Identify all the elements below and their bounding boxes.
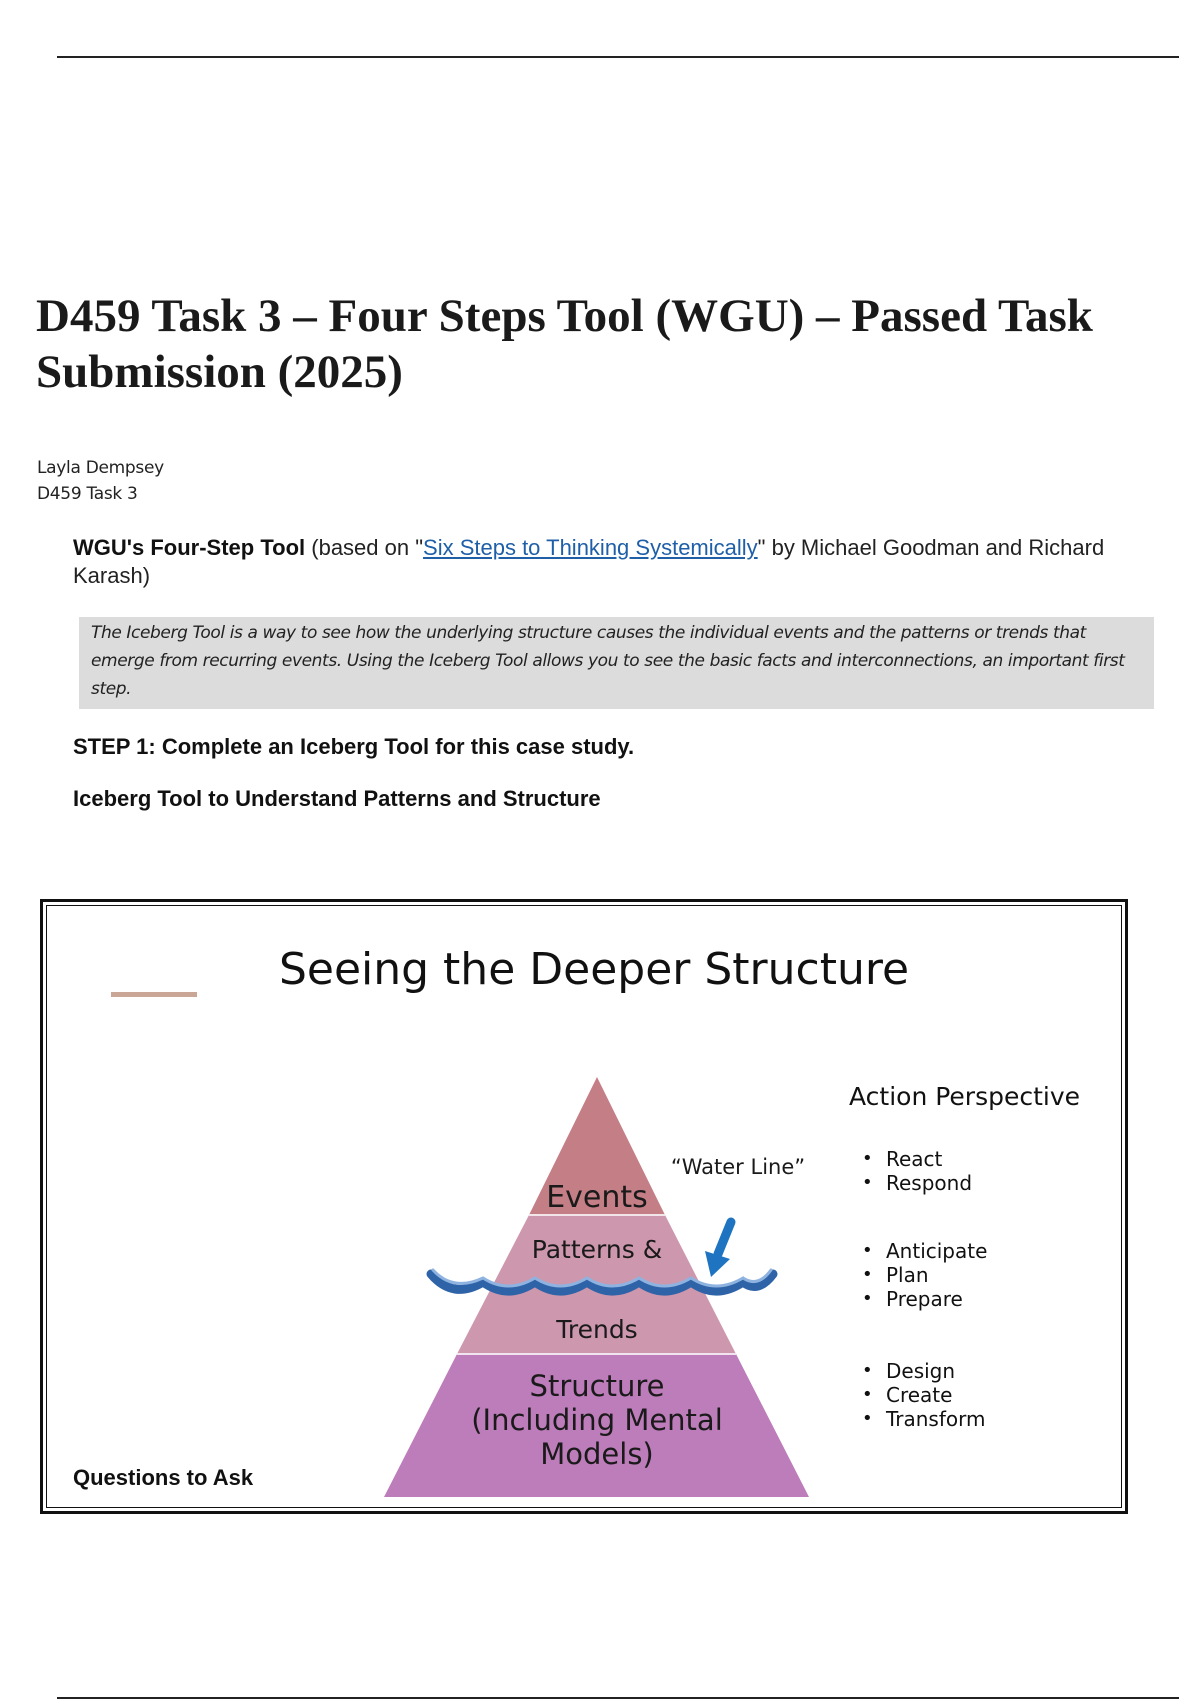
iceberg-callout: The Iceberg Tool is a way to see how the… bbox=[79, 617, 1154, 709]
bottom-rule bbox=[57, 1697, 1179, 1699]
level-structure-3: Models) bbox=[540, 1437, 654, 1471]
level-structure-2: (Including Mental bbox=[471, 1403, 723, 1437]
action-item: Transform bbox=[862, 1407, 986, 1431]
tool-name: WGU's Four-Step Tool bbox=[73, 535, 306, 560]
structure-layer bbox=[384, 1354, 809, 1497]
water-line-label: “Water Line” bbox=[671, 1155, 805, 1179]
level-structure-1: Structure bbox=[530, 1369, 665, 1403]
document-title: D459 Task 3 – Four Steps Tool (WGU) – Pa… bbox=[36, 290, 1093, 398]
task-label: D459 Task 3 bbox=[37, 484, 138, 504]
action-item: Design bbox=[862, 1359, 985, 1383]
structure-actions-list: Design Create Transform bbox=[862, 1359, 986, 1431]
iceberg-slide: Seeing the Deeper Structure Events Patte… bbox=[40, 899, 1128, 1514]
step-1-subheading: Iceberg Tool to Understand Patterns and … bbox=[73, 786, 601, 811]
iceberg-diagram: Events Patterns & Trends Structure (Incl… bbox=[384, 1077, 809, 1497]
patterns-actions-list: Anticipate Plan Prepare bbox=[862, 1239, 988, 1311]
action-item: Respond bbox=[862, 1171, 972, 1195]
level-trends: Trends bbox=[555, 1315, 637, 1344]
top-rule bbox=[57, 56, 1179, 58]
level-events: Events bbox=[546, 1180, 648, 1215]
events-actions-list: React Respond bbox=[862, 1147, 972, 1195]
action-item: Create bbox=[862, 1383, 985, 1407]
slide-inner-border bbox=[46, 905, 1122, 1508]
level-patterns: Patterns & bbox=[532, 1235, 662, 1264]
author-name: Layla Dempsey bbox=[37, 458, 164, 478]
action-item: Plan bbox=[862, 1263, 987, 1287]
action-item: Anticipate bbox=[862, 1239, 988, 1263]
slide-accent-bar bbox=[111, 992, 197, 997]
intro-post-link: " by Michael Goodman and Richard Karash) bbox=[73, 535, 1105, 588]
intro-pre-link: (based on " bbox=[305, 535, 424, 560]
source-link[interactable]: Six Steps to Thinking Systemically bbox=[423, 535, 758, 560]
action-item: Prepare bbox=[862, 1287, 987, 1311]
author-block: Layla Dempsey D459 Task 3 bbox=[37, 455, 164, 507]
slide-title: Seeing the Deeper Structure bbox=[278, 944, 910, 995]
step-1-heading: STEP 1: Complete an Iceberg Tool for thi… bbox=[73, 734, 635, 759]
intro-paragraph: WGU's Four-Step Tool (based on "Six Step… bbox=[73, 534, 1133, 590]
questions-to-ask-label: Questions to Ask bbox=[73, 1465, 254, 1490]
water-waves bbox=[426, 1268, 778, 1296]
water-line-arrow-icon bbox=[705, 1217, 736, 1277]
action-item: React bbox=[862, 1147, 972, 1171]
events-layer bbox=[529, 1077, 665, 1215]
action-perspective-heading: Action Perspective bbox=[849, 1082, 1081, 1111]
